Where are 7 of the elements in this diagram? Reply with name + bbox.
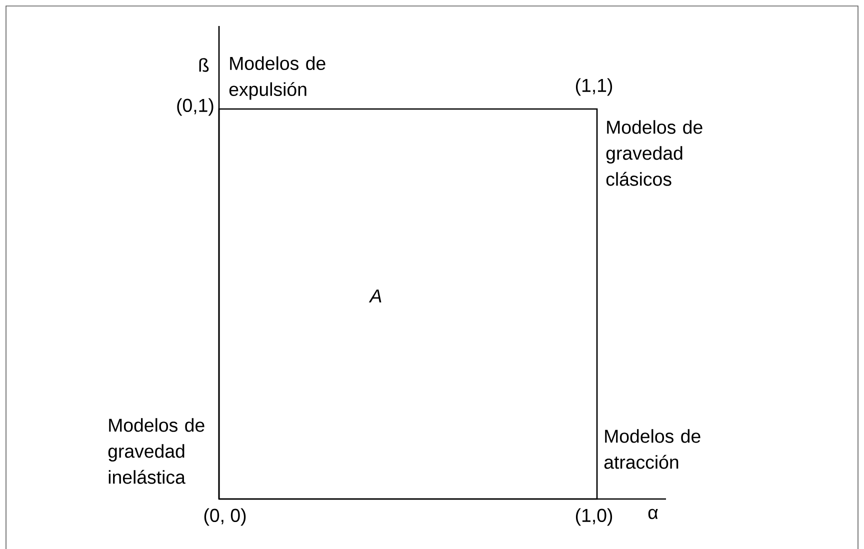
axis-label: α xyxy=(648,508,658,520)
axis-label: (0,1) xyxy=(177,98,214,116)
axis-label: (0, 0) xyxy=(204,508,246,526)
axis-label: (1,1) xyxy=(576,78,612,96)
axis-label: ß xyxy=(199,58,209,72)
axis-label: (1,0) xyxy=(576,508,612,526)
square-region: A xyxy=(218,108,598,500)
